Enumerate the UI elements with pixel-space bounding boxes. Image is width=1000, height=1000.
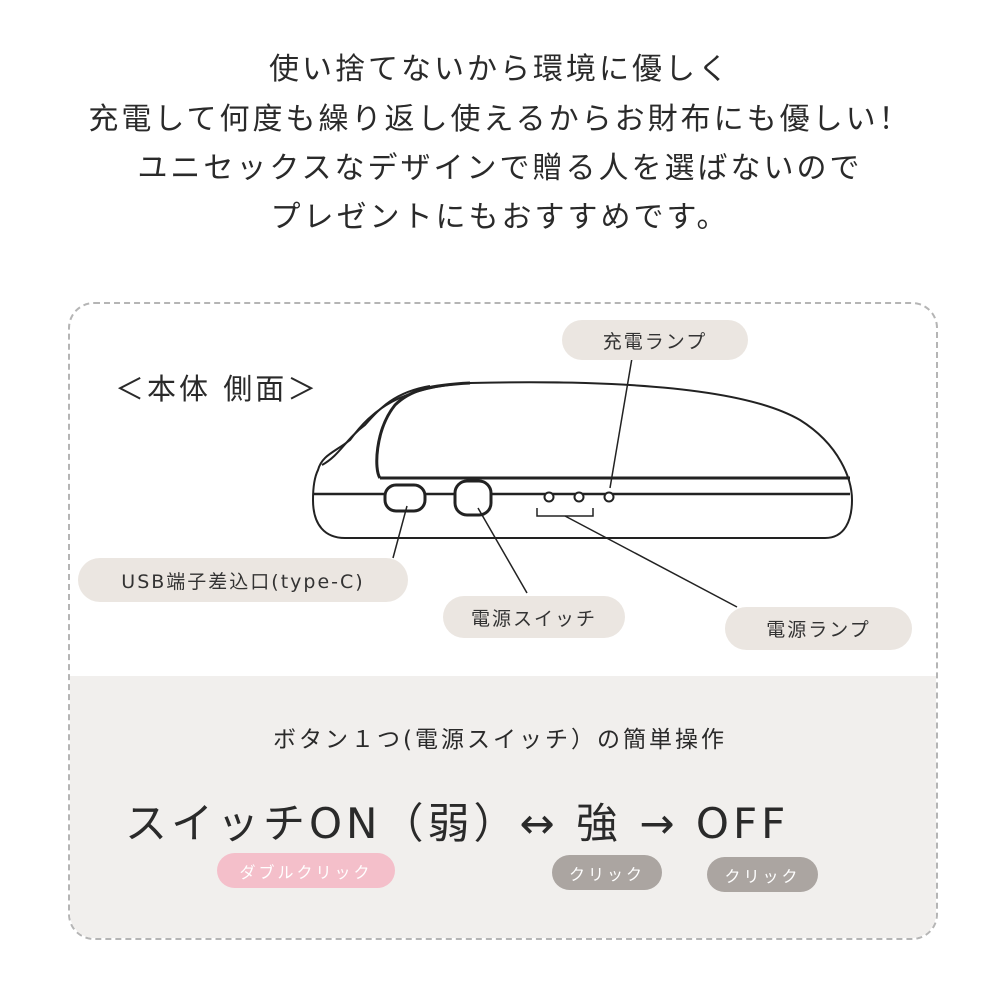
tag-double-click: ダブルクリック [217,853,395,888]
operation-sequence: スイッチON（弱）↔ 強 → OFF [125,799,790,848]
header-line-1: 使い捨てないから環境に優しく [269,52,731,87]
diagram-frame [68,302,938,940]
operation-panel [70,676,936,938]
diagram-title: ＜本体 側面＞ [115,372,320,406]
header-line-2: 充電して何度も繰り返し使えるからお財布にも優しい！ [88,102,912,137]
label-charge-lamp: 充電ランプ [562,320,748,360]
label-usb-port: USB端子差込口(type-C) [78,558,408,602]
header-line-4: プレゼントにもおすすめです。 [270,200,730,235]
label-power-switch: 電源スイッチ [443,596,625,638]
tag-click-off: クリック [707,857,818,892]
label-power-lamp: 電源ランプ [725,607,912,650]
tag-click-strong: クリック [552,855,662,890]
header-line-3: ユニセックスなデザインで贈る人を選ばないので [137,151,863,186]
operation-subtitle: ボタン１つ(電源スイッチ）の簡単操作 [273,727,727,753]
